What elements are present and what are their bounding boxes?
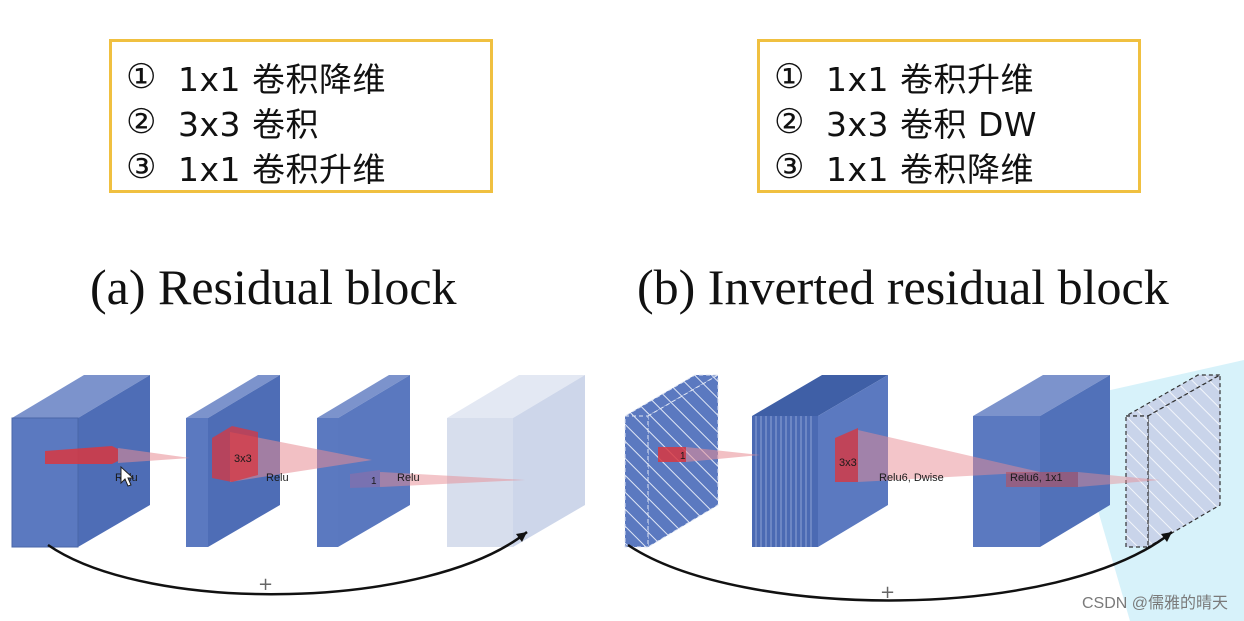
step-number-2: ②	[774, 101, 805, 142]
legend-item-text: 1x1 卷积升维	[178, 149, 387, 189]
legend-box-inverted-residual: ① 1x1 卷积升维 ② 3x3 卷积 DW ③ 1x1 卷积降维	[757, 39, 1141, 193]
residual-output-tensor	[447, 375, 585, 547]
caption-inverted-residual-block: (b) Inverted residual block	[637, 259, 1169, 315]
conv-kernel	[212, 426, 258, 482]
conv-kernel	[1006, 472, 1078, 487]
legend-item-text: 1x1 卷积升维	[826, 59, 1035, 99]
arrow-head	[516, 532, 527, 542]
conv-projection	[1078, 472, 1160, 487]
legend-item: ① 1x1 卷积升维	[774, 54, 1138, 99]
conv-projection	[858, 430, 1040, 482]
conv-1-label: 1	[371, 476, 377, 487]
inverted-expansion-tensor	[752, 375, 888, 547]
legend-item: ① 1x1 卷积降维	[126, 54, 490, 99]
conv-projection	[380, 472, 525, 487]
caption-residual-block: (a) Residual block	[90, 259, 457, 315]
legend-item: ② 3x3 卷积 DW	[774, 99, 1138, 144]
conv-kernel	[350, 470, 380, 488]
legend-item: ② 3x3 卷积	[126, 99, 490, 144]
residual-mid-tensor-2	[317, 375, 410, 547]
conv-projection	[686, 447, 760, 462]
arrow-head	[1161, 532, 1172, 542]
step-number-3: ③	[774, 146, 805, 187]
legend-item: ③ 1x1 卷积升维	[126, 144, 490, 189]
legend-item-text: 1x1 卷积降维	[178, 59, 387, 99]
legend-box-residual: ① 1x1 卷积降维 ② 3x3 卷积 ③ 1x1 卷积升维	[109, 39, 493, 193]
conv-3x3-label: 3x3	[839, 457, 857, 469]
block-diagram: Relu 3x3 Relu 1 Relu +	[11, 360, 1244, 621]
legend-item-text: 3x3 卷积 DW	[826, 104, 1038, 144]
conv-projection	[230, 432, 372, 482]
relu6-1x1-label: Relu6, 1x1	[1010, 472, 1063, 484]
relu-label: Relu	[266, 472, 289, 484]
step-number-3: ③	[126, 146, 157, 187]
relu-label: Relu	[397, 472, 420, 484]
legend-item: ③ 1x1 卷积降维	[774, 144, 1138, 189]
relu6-dwise-label: Relu6, Dwise	[879, 472, 944, 484]
conv-kernel	[835, 428, 858, 482]
watermark: CSDN @儒雅的晴天	[1081, 595, 1228, 612]
legend-item-text: 3x3 卷积	[178, 104, 320, 144]
skip-connection-arrow	[627, 531, 1173, 602]
step-number-1: ①	[774, 56, 805, 97]
plus-sign: +	[258, 574, 273, 595]
conv-kernel	[658, 447, 686, 462]
skip-connection-arrow	[47, 531, 528, 596]
conv-1-label: 1	[680, 451, 686, 462]
conv-kernel	[45, 446, 118, 464]
conv-3x3-label: 3x3	[234, 453, 252, 465]
step-number-1: ①	[126, 56, 157, 97]
conv-projection	[118, 448, 190, 463]
legend-item-text: 1x1 卷积降维	[826, 149, 1035, 189]
plus-sign: +	[880, 582, 895, 603]
inverted-dwise-tensor	[973, 375, 1110, 547]
inverted-output-tensor	[1123, 373, 1223, 549]
step-number-2: ②	[126, 101, 157, 142]
cursor-icon	[120, 465, 135, 487]
